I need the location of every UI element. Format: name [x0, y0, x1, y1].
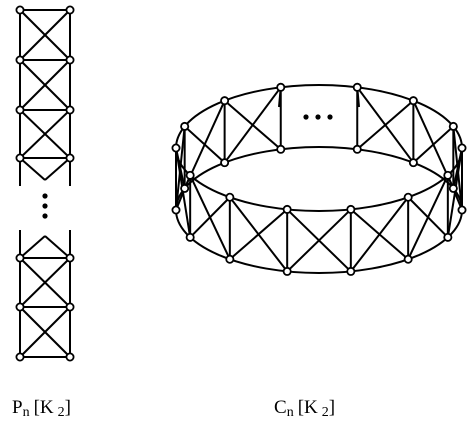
- ladder-vertex: [15, 5, 25, 15]
- ladder-vertex: [15, 352, 25, 362]
- ladder-diagonal: [19, 306, 71, 358]
- band-vertex: [225, 192, 235, 202]
- band-diagonal: [452, 126, 463, 211]
- caption-path-sub: n: [22, 405, 30, 420]
- ladder-vertex: [15, 302, 25, 312]
- band-vertex: [225, 254, 235, 264]
- band-vertex: [457, 205, 467, 215]
- ladder-vertex: [15, 55, 25, 65]
- band-vertex: [346, 266, 356, 276]
- caption-path-close: ]: [64, 397, 71, 418]
- ladder-diagonal-stub: [44, 235, 71, 259]
- band-vertex: [457, 143, 467, 153]
- ladder-vertex: [65, 352, 75, 362]
- ladder-vertex: [15, 153, 25, 163]
- band-vertex: [403, 254, 413, 264]
- band-diagonal: [286, 208, 352, 273]
- ladder-vertex: [65, 55, 75, 65]
- band-vertex: [171, 205, 181, 215]
- band-vertex: [185, 170, 195, 180]
- caption-cycle-sub: n: [286, 405, 294, 420]
- band-vertex: [180, 183, 190, 193]
- band-vertex: [171, 143, 181, 153]
- caption-path-open: [K: [33, 397, 54, 418]
- band-vertex: [220, 158, 230, 168]
- caption-cycle-sub2: 2: [321, 405, 329, 420]
- ladder-diagonal-stub: [44, 157, 71, 181]
- band-vertex: [282, 204, 292, 214]
- band-vertex: [282, 266, 292, 276]
- ladder-vertex: [15, 253, 25, 263]
- band-vertex: [220, 96, 230, 106]
- ellipsis-dot: [315, 114, 321, 120]
- ladder-vertex: [65, 253, 75, 263]
- horizontal-ellipsis: [303, 114, 333, 120]
- vertical-ellipsis: [42, 193, 48, 219]
- ladder-diagonal: [19, 109, 71, 159]
- band-vertex: [180, 121, 190, 131]
- band-vertex: [276, 82, 286, 92]
- caption-path-letter: P: [12, 397, 23, 418]
- band-vertex: [276, 144, 286, 154]
- band-vertex: [443, 170, 453, 180]
- ladder-vertex: [65, 302, 75, 312]
- band-back-diagonal: [223, 86, 282, 164]
- ellipsis-dot: [42, 213, 48, 219]
- ladder-vertex: [65, 105, 75, 115]
- band-vertex: [408, 158, 418, 168]
- ladder-diagonal: [19, 9, 71, 61]
- band-vertex: [448, 183, 458, 193]
- band-vertex: [185, 232, 195, 242]
- ladder-vertex: [65, 5, 75, 15]
- band-vertex: [403, 192, 413, 202]
- band-vertex: [346, 204, 356, 214]
- ladder-diagonal: [19, 59, 71, 111]
- band-diagonal: [407, 174, 449, 260]
- caption-cycle-open: [K: [297, 397, 318, 418]
- band-diagonal: [229, 208, 288, 261]
- band-vertex: [443, 232, 453, 242]
- path-graph-pn-k2: [15, 5, 75, 362]
- caption-cycle-letter: C: [274, 397, 287, 418]
- band-diagonal: [350, 196, 409, 273]
- band-vertex: [352, 144, 362, 154]
- ladder-vertex: [65, 153, 75, 163]
- band-diagonal: [189, 196, 231, 239]
- band-diagonal: [175, 126, 186, 211]
- band-vertex: [448, 121, 458, 131]
- band-vertex: [352, 82, 362, 92]
- ellipsis-dot: [303, 114, 309, 120]
- ladder-diagonal: [19, 257, 71, 308]
- cycle-graph-cn-k2: [171, 82, 467, 276]
- ladder-diagonal-stub: [19, 235, 46, 259]
- ellipsis-dot: [42, 193, 48, 199]
- ladder-diagonal-stub: [19, 157, 46, 181]
- band-vertex: [408, 96, 418, 106]
- ladder-vertex: [15, 105, 25, 115]
- ellipsis-dot: [327, 114, 333, 120]
- band-back-diagonal: [356, 86, 415, 164]
- ellipsis-dot: [42, 203, 48, 209]
- caption-path-sub2: 2: [57, 405, 65, 420]
- caption-cycle-close: ]: [328, 397, 336, 418]
